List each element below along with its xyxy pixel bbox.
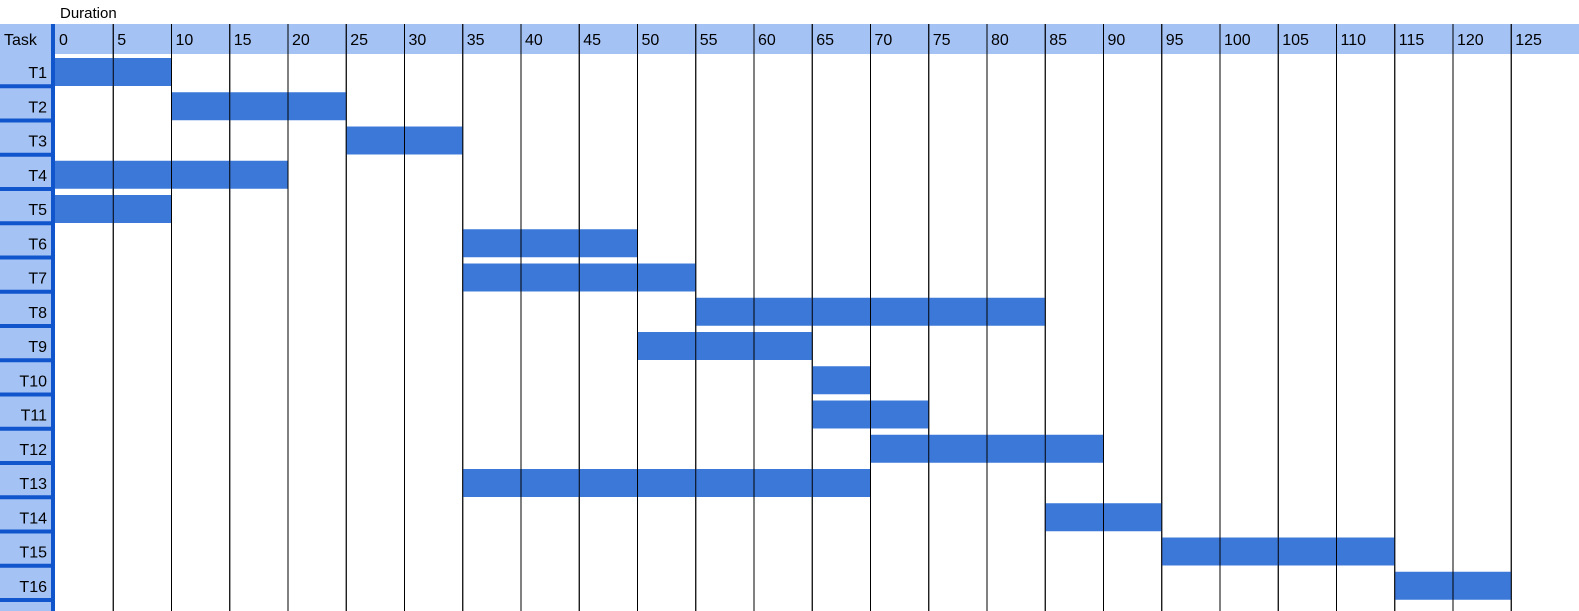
task-label: T16	[19, 579, 47, 596]
task-column-accent	[51, 24, 55, 611]
task-label: T14	[19, 510, 47, 527]
task-row-accent	[0, 426, 54, 431]
task-label: T6	[28, 236, 47, 253]
x-tick-label: 60	[758, 32, 776, 49]
x-tick-label: 125	[1515, 32, 1542, 49]
task-label: T11	[21, 408, 47, 425]
x-tick-label: 85	[1049, 32, 1067, 49]
x-tick-label: 65	[816, 32, 834, 49]
x-tick-label: 50	[642, 32, 660, 49]
task-column-header: Task	[4, 32, 38, 49]
task-row-accent	[0, 563, 54, 568]
x-tick-label: 80	[991, 32, 1009, 49]
x-tick-label: 25	[350, 32, 368, 49]
vertical-gridlines-overlay	[112, 24, 1512, 611]
task-label: T12	[19, 442, 47, 459]
task-row-accent	[0, 598, 54, 602]
task-row-accent	[0, 461, 54, 465]
x-tick-label: 95	[1166, 32, 1184, 49]
task-row-accent	[0, 187, 54, 191]
task-column-band	[0, 54, 52, 611]
task-label: T7	[28, 271, 47, 288]
task-label: T1	[28, 65, 47, 82]
x-tick-label: 5	[117, 32, 126, 49]
task-row-accent	[0, 358, 54, 363]
x-tick-label: 55	[700, 32, 718, 49]
x-tick-label: 10	[176, 32, 194, 49]
task-bar	[637, 332, 813, 360]
task-bar	[462, 229, 638, 258]
task-row-accent	[0, 255, 54, 260]
x-tick-label: 75	[933, 32, 951, 49]
task-row-accent	[0, 495, 54, 500]
header-band	[0, 24, 1579, 54]
task-label: T15	[19, 545, 47, 562]
x-tick-label: 70	[875, 32, 893, 49]
task-bar	[171, 92, 347, 121]
task-label: T13	[19, 476, 47, 493]
task-row-accent	[0, 324, 54, 328]
task-label: T3	[28, 134, 47, 151]
task-row-accent	[0, 289, 54, 294]
task-row-accent	[0, 152, 54, 157]
task-bar	[812, 366, 871, 395]
task-row-accent	[0, 84, 54, 89]
task-label: T9	[28, 339, 47, 356]
x-tick-label: 90	[1108, 32, 1126, 49]
x-tick-label: 35	[467, 32, 485, 49]
task-label: T10	[19, 373, 47, 390]
task-label: T5	[28, 202, 47, 219]
x-tick-label: 110	[1341, 32, 1367, 49]
task-label: T8	[28, 305, 47, 322]
x-tick-label: 30	[409, 32, 427, 49]
x-tick-label: 115	[1399, 32, 1425, 49]
task-bar	[462, 469, 871, 497]
x-tick-labels: 0 5 10 15 20 25 30 35 40 45 50 55 60 65 70 75 80 85 90 95 10…	[59, 32, 1542, 49]
chart-title: Duration	[60, 5, 117, 22]
x-tick-label: 40	[525, 32, 543, 49]
task-label: T4	[28, 168, 47, 185]
task-row-accent	[0, 529, 54, 534]
x-tick-label: 0	[59, 32, 68, 49]
x-tick-label: 20	[292, 32, 310, 49]
task-bars	[55, 58, 1512, 600]
x-tick-label: 120	[1457, 32, 1484, 49]
task-row-accent	[0, 118, 54, 123]
x-tick-label: 100	[1224, 32, 1251, 49]
task-row-accent	[0, 392, 54, 397]
x-tick-label: 45	[583, 32, 601, 49]
x-tick-label: 15	[234, 32, 252, 49]
task-label: T2	[28, 99, 47, 116]
task-row-accent	[0, 221, 54, 226]
x-tick-label: 105	[1282, 32, 1309, 49]
